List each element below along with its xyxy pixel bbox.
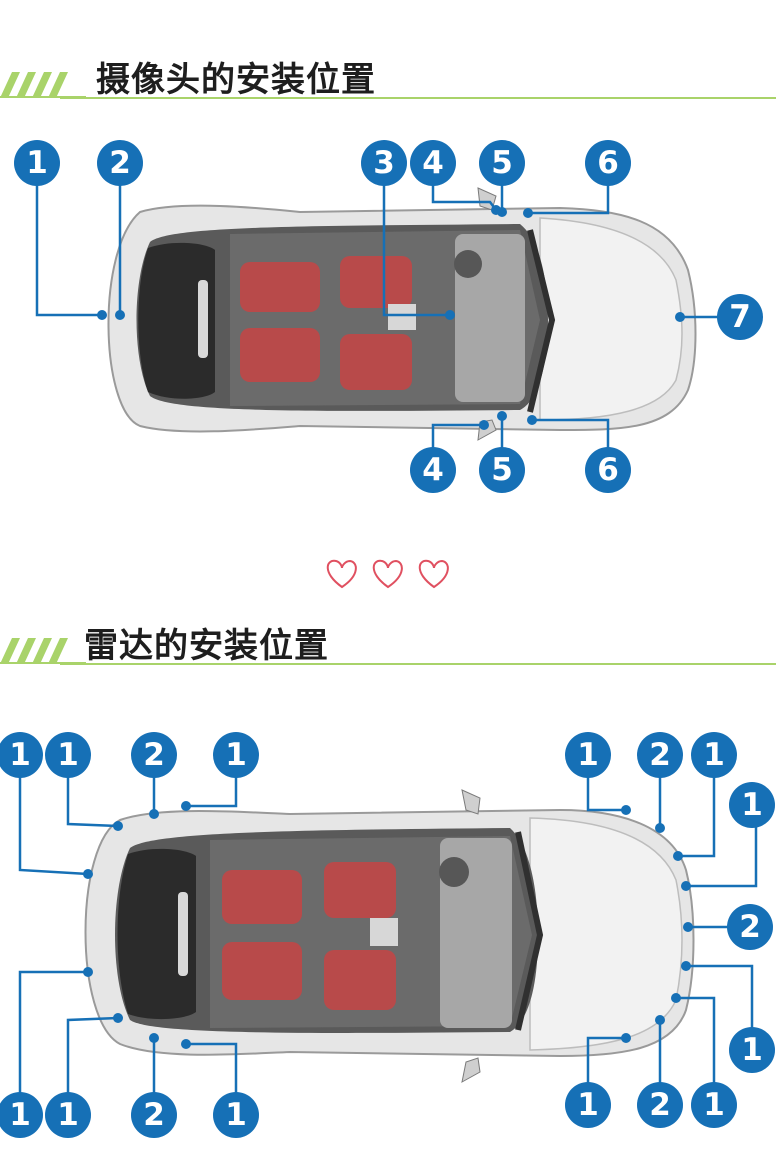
section-title: 雷达的安装位置 xyxy=(84,626,329,666)
callout-badge: 6 xyxy=(585,140,631,186)
section-title: 摄像头的安装位置 xyxy=(96,60,376,100)
camera-section-header: 摄像头的安装位置 xyxy=(0,50,776,110)
stripe-icon xyxy=(0,638,86,664)
callout-badge: 4 xyxy=(410,447,456,493)
callout-badge: 5 xyxy=(479,140,525,186)
car-top-view xyxy=(35,163,740,470)
callout-badge: 1 xyxy=(213,1092,259,1138)
callout-badge: 1 xyxy=(729,782,775,828)
callout-badge: 7 xyxy=(717,294,763,340)
callout-badge: 1 xyxy=(14,140,60,186)
callout-badge: 1 xyxy=(0,1092,43,1138)
callout-badge: 6 xyxy=(585,447,631,493)
callout-badge: 4 xyxy=(410,140,456,186)
heart-icon xyxy=(326,559,449,589)
radar-section-header: 雷达的安装位置 xyxy=(0,616,776,676)
callout-badge: 3 xyxy=(361,140,407,186)
radar-diagram: 1 1 2 1 1 2 1 1 1 2 1 1 2 1 1 2 1 xyxy=(0,720,776,1160)
callout-badge: 1 xyxy=(691,1082,737,1128)
callout-badge: 2 xyxy=(637,732,683,778)
car-top-view xyxy=(18,755,758,1115)
callout-badge: 1 xyxy=(565,1082,611,1128)
camera-diagram: 1 2 3 4 5 6 7 4 5 6 xyxy=(0,130,776,510)
callout-badge: 1 xyxy=(45,732,91,778)
callout-badge: 2 xyxy=(131,1092,177,1138)
header-rule xyxy=(60,663,776,665)
callout-badge: 2 xyxy=(637,1082,683,1128)
header-rule xyxy=(60,97,776,99)
callout-badge: 2 xyxy=(97,140,143,186)
callout-badge: 2 xyxy=(727,904,773,950)
callout-badge: 1 xyxy=(45,1092,91,1138)
callout-badge: 5 xyxy=(479,447,525,493)
callout-badge: 1 xyxy=(691,732,737,778)
callout-badge: 1 xyxy=(213,732,259,778)
callout-badge: 1 xyxy=(0,732,43,778)
callout-badge: 2 xyxy=(131,732,177,778)
callout-badge: 1 xyxy=(729,1027,775,1073)
stripe-icon xyxy=(0,72,86,98)
callout-badge: 1 xyxy=(565,732,611,778)
